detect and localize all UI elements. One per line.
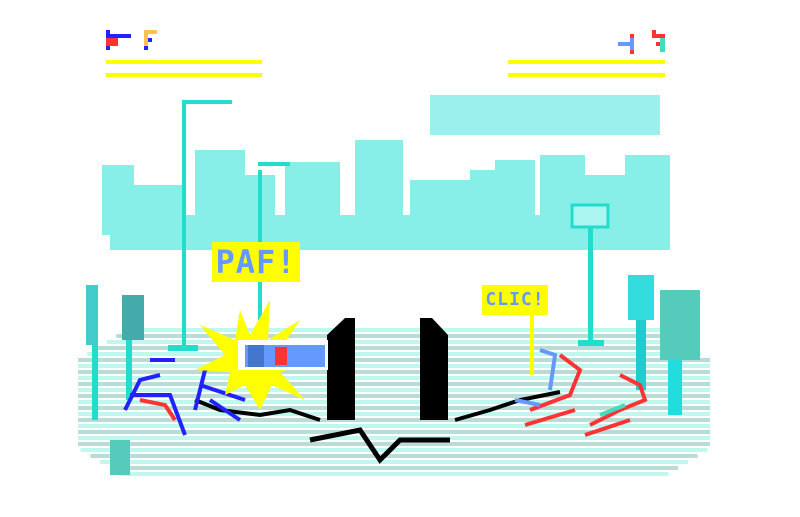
pillars: [194, 318, 561, 464]
floor-stripe: [78, 382, 710, 386]
impact-burst: [195, 300, 328, 410]
floor-stripe: [78, 358, 710, 362]
floor-stripe: [78, 406, 710, 410]
floor-stripe: [78, 430, 710, 434]
floor: [78, 328, 710, 476]
player1-special-bar: [106, 73, 262, 77]
floor-stripe: [119, 472, 669, 476]
floor-stripe: [126, 328, 662, 332]
clic-sign: CLIC!: [482, 285, 548, 315]
floor-stripe: [106, 340, 682, 344]
fighter-right: [514, 348, 648, 437]
player2-special-bar: [508, 73, 665, 77]
floor-stripe: [87, 352, 701, 356]
floor-stripe: [78, 370, 710, 374]
floor-stripe: [100, 460, 688, 464]
floor-stripe: [78, 412, 710, 416]
floor-stripe: [78, 418, 710, 422]
floor-stripe: [78, 376, 710, 380]
city-skyline: [102, 95, 670, 250]
floor-stripe: [80, 448, 708, 452]
floor-stripe: [78, 394, 710, 398]
floor-stripe: [78, 364, 710, 368]
player2-health-bar: [508, 60, 665, 64]
floor-stripe: [96, 346, 692, 350]
floor-stripe: [78, 424, 710, 428]
floor-stripe: [109, 466, 679, 470]
player2-score-glyphs: [618, 30, 665, 54]
floor-stripe: [78, 436, 710, 440]
floor-stripe: [78, 388, 710, 392]
player1-health-bar: [106, 60, 262, 64]
floor-stripe: [78, 400, 710, 404]
player1-score-glyphs: [106, 30, 157, 50]
clic-sign-pole: [530, 315, 534, 375]
spectators: [86, 275, 700, 475]
floor-stripe: [116, 334, 672, 338]
floor-stripe: [90, 454, 698, 458]
paf-sign: PAF!: [212, 242, 300, 282]
